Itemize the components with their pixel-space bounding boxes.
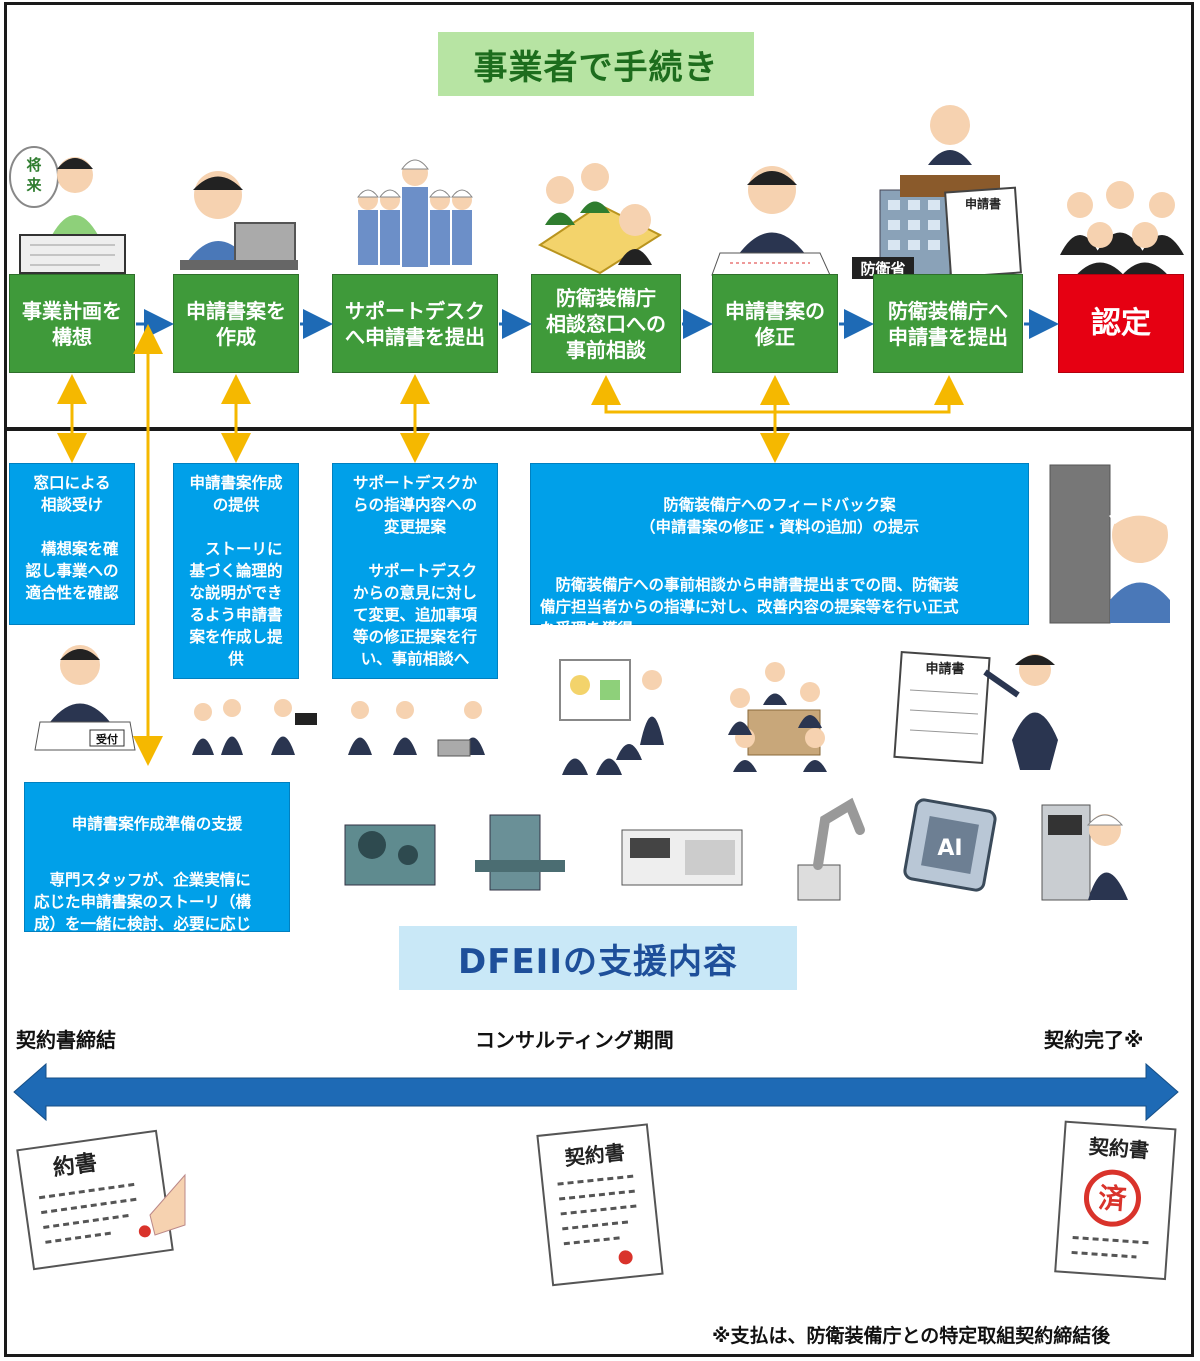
support-box-draft-provision: 申請書案作成 の提供 ストーリに 基づく論理的 な説明ができ るよう申請書 案を… <box>173 463 299 679</box>
feedback-body: 防衛装備庁への事前相談から申請書提出までの間、防衛装 備庁担当者からの指導に対し… <box>540 576 959 638</box>
svg-text:来: 来 <box>25 176 42 194</box>
step-certified: 認定 <box>1058 274 1184 373</box>
preparation-body: 専門スタッフが、企業実情に 応じた申請書案のストーリ（構 成）を一緒に検討、必要… <box>34 871 252 955</box>
step-revise: 申請書案の 修正 <box>712 274 838 373</box>
ministry-submission-illustration: 申請書 防衛省 <box>852 105 1022 279</box>
group-meeting-illustration <box>728 662 827 772</box>
ministry-sign-label: 防衛省 <box>860 260 905 278</box>
contract-signing-illustration: 約書 <box>16 1129 186 1271</box>
feedback-title: 防衛装備庁へのフィードバック案 （申請書案の修正・資料の追加）の提示 <box>639 496 919 536</box>
consulting-period-arrow <box>13 1062 1179 1122</box>
svg-text:将: 将 <box>26 156 41 174</box>
contract-illustrations: 約書 契約書 契約書 済 <box>16 1120 1177 1287</box>
operator-illustration <box>1041 804 1128 901</box>
support-box-feedback: 防衛装備庁へのフィードバック案 （申請書案の修正・資料の追加）の提示 防衛装備庁… <box>530 463 1029 638</box>
consultation-meeting-illustration <box>537 163 663 275</box>
support-title: DFEIIの支援内容 <box>399 926 797 990</box>
step-submit-ministry: 防衛装備庁へ 申請書を提出 <box>873 274 1023 373</box>
illustrations-top: 将 来 <box>9 105 1184 280</box>
contract-doc-partial-label: 約書 <box>51 1150 98 1182</box>
staff-group-illustrations <box>192 699 485 757</box>
presentation-illustration <box>559 659 664 775</box>
step-plan: 事業計画を 構想 <box>9 274 135 373</box>
machine-tools-illustration <box>344 814 743 891</box>
robot-arm-illustration <box>797 797 865 901</box>
planning-person-illustration: 将 来 <box>9 146 126 274</box>
step-submit-support-desk: サポートデスク へ申請書を提出 <box>332 274 498 373</box>
completed-contract-label: 契約書 <box>1087 1134 1150 1162</box>
payment-footnote: ※支払は、防衛装備庁との特定取組契約締結後 <box>712 1325 1111 1347</box>
form-label: 申請書 <box>925 661 964 677</box>
peeking-person-illustration <box>1049 464 1173 624</box>
connectors-layer <box>57 309 1059 766</box>
timeline-start-label: 契約書締結 <box>16 1028 116 1052</box>
laptop-worker-illustration <box>180 171 298 270</box>
reception-sign-label: 受付 <box>96 732 118 746</box>
reception-desk-illustration: 受付 <box>34 645 136 751</box>
application-form-label: 申請書 <box>965 196 1001 211</box>
ai-chip-illustration: AI <box>903 798 997 892</box>
timeline-end-label: 契約完了※ <box>1044 1028 1144 1052</box>
step-draft: 申請書案を 作成 <box>173 274 299 373</box>
support-box-change-proposal: サポートデスクか らの指導内容への 変更提案 サポートデスク からの意見に対し … <box>332 463 498 679</box>
support-box-consultation: 窓口による 相談受け 構想案を確 認し事業への 適合性を確認 <box>9 463 135 625</box>
step-pre-consultation: 防衛装備庁 相談窓口への 事前相談 <box>531 274 681 373</box>
document-pointing-illustration: 申請書 <box>893 650 1058 770</box>
procedure-title: 事業者で手続き <box>438 32 754 96</box>
ai-chip-label: AI <box>937 836 962 861</box>
revision-person-illustration <box>711 166 831 276</box>
done-stamp-label: 済 <box>1097 1181 1128 1216</box>
timeline-middle-label: コンサルティング期間 <box>475 1028 674 1052</box>
illustrations-middle: 受付 <box>34 464 1173 901</box>
completed-contract-illustration: 契約書 済 <box>1054 1120 1177 1281</box>
preparation-title: 申請書案作成準備の支援 <box>71 815 243 833</box>
connector-feedback-bracket <box>591 375 964 414</box>
factory-workers-illustration <box>357 159 473 267</box>
contract-document-illustration: 契約書 <box>536 1123 664 1287</box>
support-box-preparation: 申請書案作成準備の支援 専門スタッフが、企業実情に 応じた申請書案のストーリ（構… <box>24 782 290 955</box>
